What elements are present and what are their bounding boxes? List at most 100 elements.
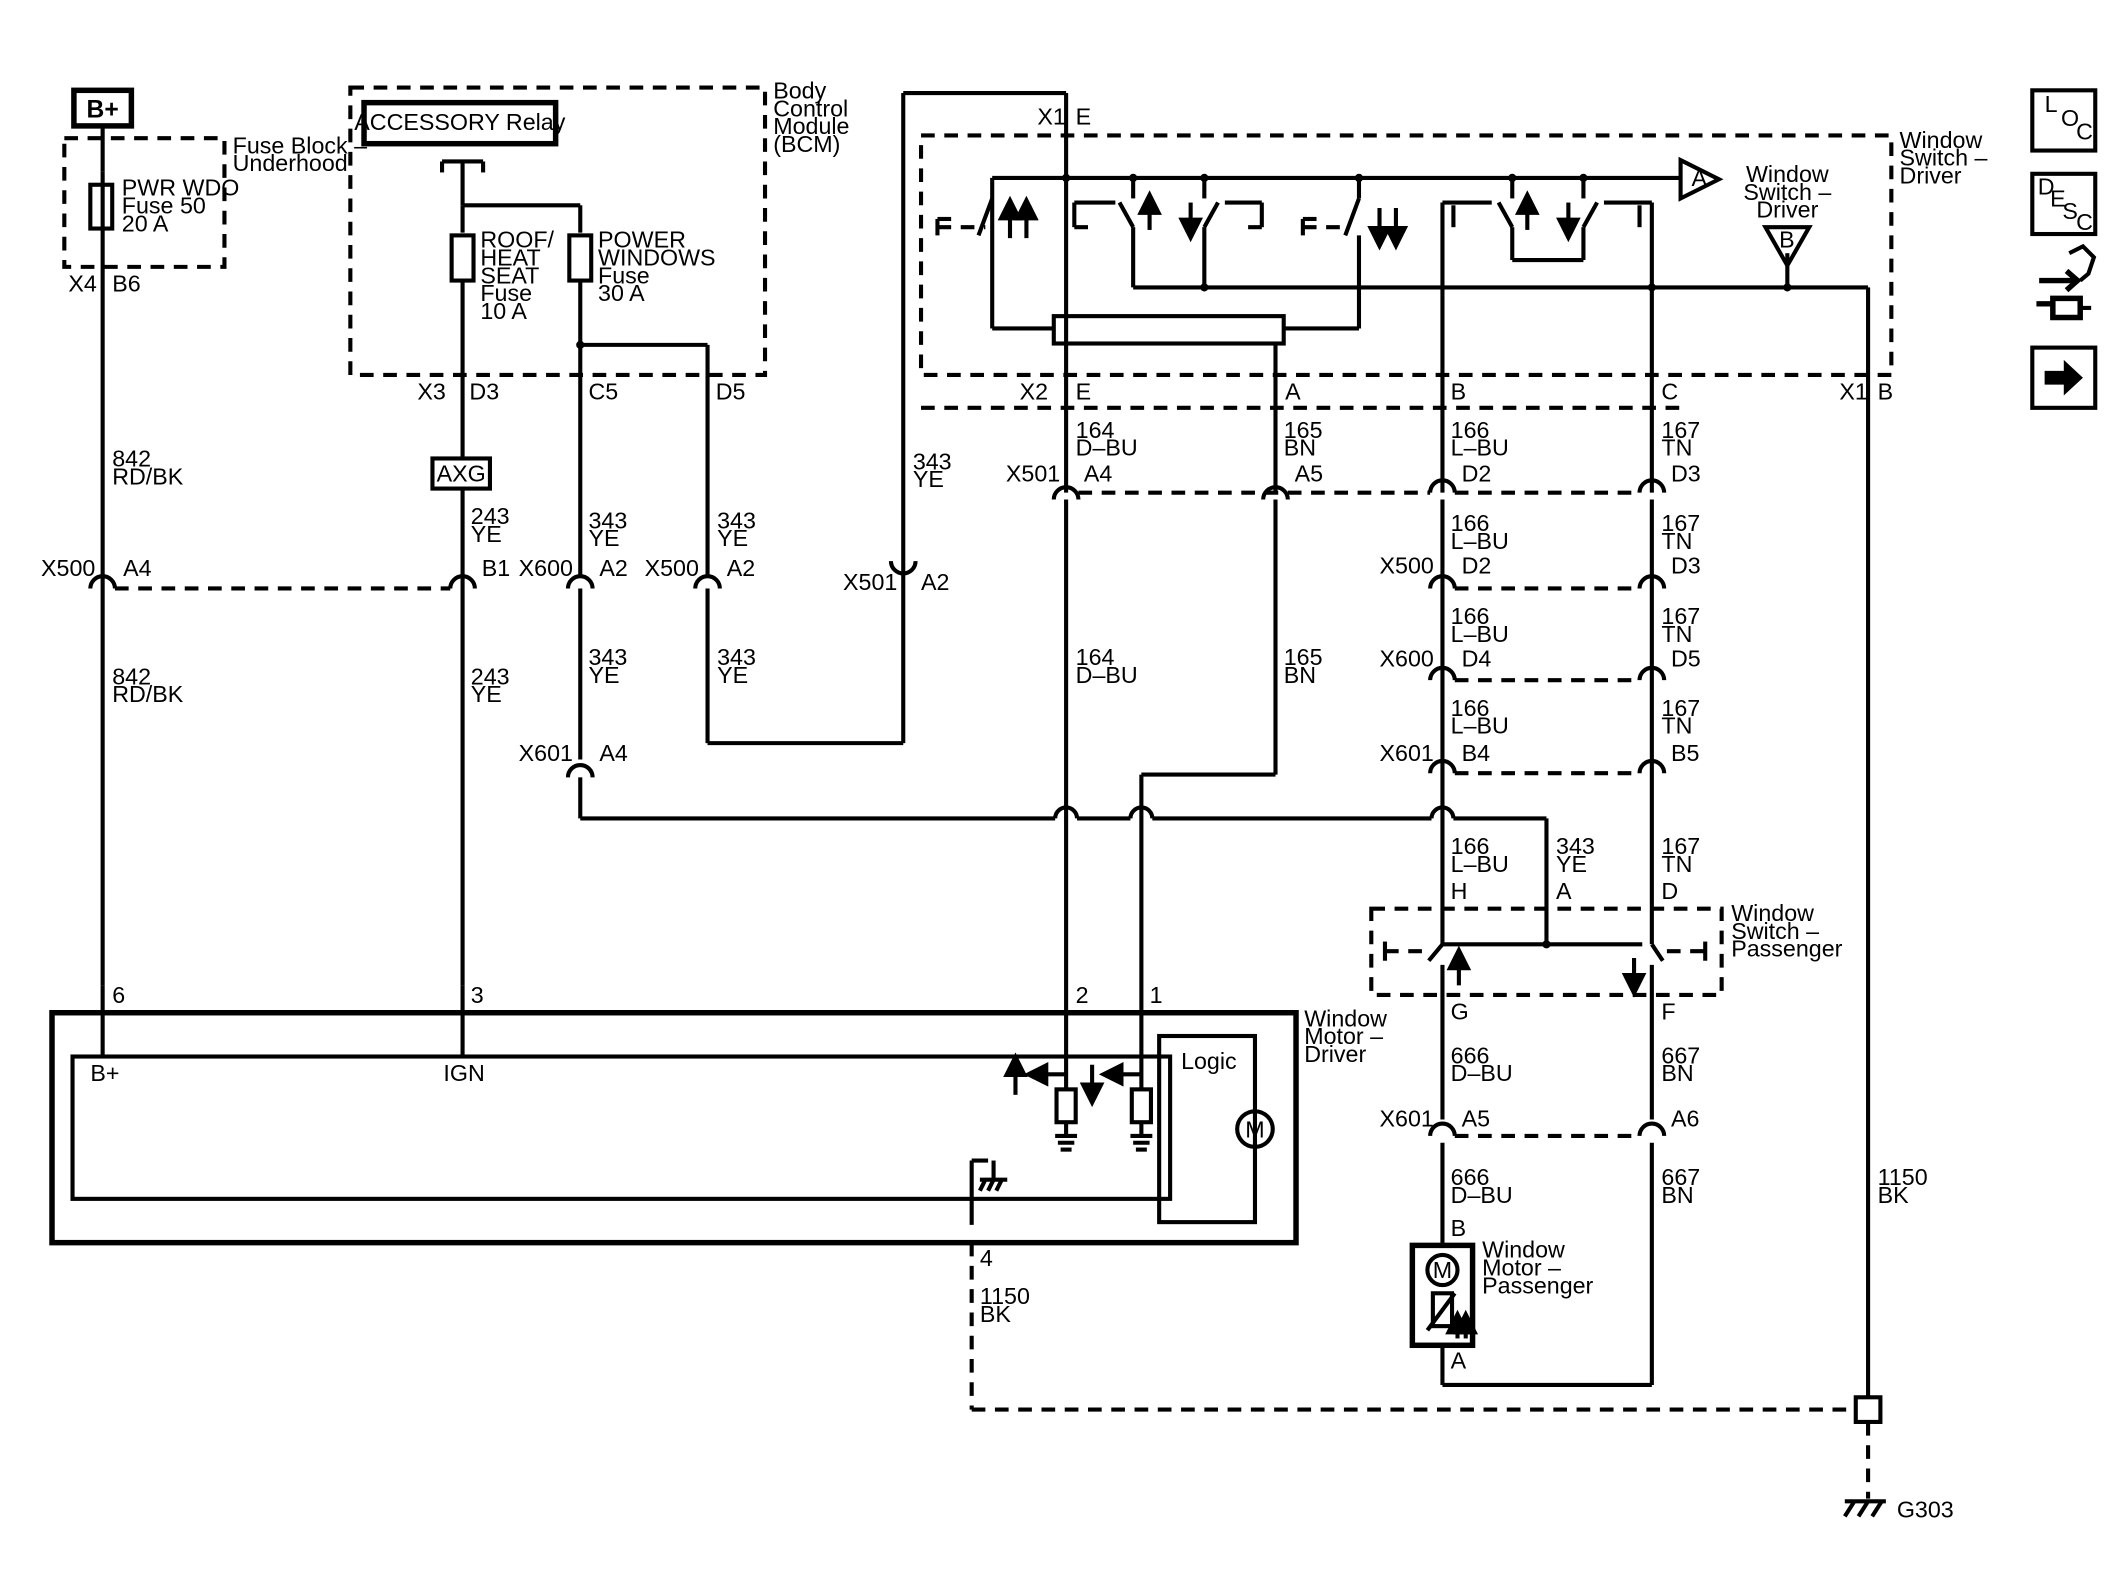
pass-motor-pin-a: A (1451, 1348, 1467, 1374)
wire-343-f: 343 (1556, 833, 1595, 859)
pwr-wdo-fuse-label-2: Fuse 50 (122, 192, 206, 218)
wire-343-e: 343 (717, 644, 756, 670)
roof-heat-fuse-1: ROOF/ (480, 227, 554, 253)
pass-pin-f: F (1661, 999, 1675, 1025)
wire-165-num: 165 (1284, 417, 1323, 443)
wire-243-num-2: 243 (471, 663, 510, 689)
ws-driver-inner-2: Switch – (1743, 179, 1831, 205)
wire-343-b: 343 (717, 507, 756, 533)
wire-667-1c: BN (1661, 1060, 1693, 1086)
bcm-title-4: (BCM) (773, 131, 840, 157)
ws-pass-title-2: Switch – (1731, 918, 1819, 944)
pass-pin-a: A (1556, 878, 1572, 904)
wire-166-2c: L–BU (1451, 528, 1509, 554)
wire-667-1: 667 (1661, 1042, 1700, 1068)
ws-pass-title-3: Passenger (1731, 936, 1842, 962)
wire-343-e-c: YE (717, 662, 748, 688)
arrow-right-icon[interactable] (2030, 345, 2098, 410)
ws-driver-title-1: Window (1900, 127, 1983, 153)
wire-167-3c: TN (1661, 621, 1692, 647)
b-plus-label: B+ (87, 97, 119, 124)
wire-842-num-2: 842 (112, 663, 151, 689)
wire-343-f-c: YE (1556, 851, 1587, 877)
pass-motor-title-1: Window (1482, 1237, 1565, 1263)
off-page-connector-a (1678, 156, 1724, 202)
connector-a4-left: A4 (123, 555, 152, 581)
pass-pin-h: H (1451, 878, 1468, 904)
bcm-title-3: Module (773, 113, 849, 139)
fuse-block-title-2: Underhood (233, 150, 348, 176)
wire-842-color: RD/BK (112, 463, 184, 489)
wire-343-c: 343 (913, 448, 952, 474)
connector-x501-a2: A2 (921, 569, 949, 595)
connector-x601-a4: A4 (599, 740, 628, 766)
wire-166-3: 166 (1451, 603, 1490, 629)
roof-heat-fuse-4: Fuse (480, 280, 532, 306)
fuse-block-title-1: Fuse Block – (233, 132, 367, 158)
ign-pin-label: IGN (443, 1060, 484, 1086)
off-page-connector-b (1761, 225, 1813, 270)
wire-167-5c: TN (1661, 851, 1692, 877)
wire-666-2: 666 (1451, 1164, 1490, 1190)
pass-motor-title-2: Motor – (1482, 1254, 1561, 1280)
pass-motor-title-3: Passenger (1482, 1272, 1593, 1298)
connector-x600-a2: A2 (599, 555, 627, 581)
wire-164-num-2: 164 (1076, 644, 1115, 670)
wire-343-c-c: YE (913, 466, 944, 492)
desc-letter-e: E (2050, 186, 2066, 212)
wire-243-color-2: YE (471, 681, 502, 707)
wire-1150-num: 1150 (980, 1283, 1030, 1309)
window-switch-driver: Window Switch – Driver X1 E A (901, 91, 1988, 1396)
wire-167-5: 167 (1661, 833, 1700, 859)
wire-243-color: YE (471, 521, 502, 547)
ws-pass-title-1: Window (1731, 900, 1814, 926)
connector-x1-b-2: B (1878, 379, 1894, 405)
driver-motor-m: M (1245, 1116, 1264, 1142)
wire-343-d-c: YE (588, 662, 619, 688)
connector-x601-a6: A6 (1671, 1105, 1699, 1131)
driver-motor-pin-6: 6 (112, 982, 125, 1008)
sw-pin-e: E (1076, 379, 1092, 405)
wire-667-2c: BN (1661, 1182, 1693, 1208)
wire-1150-r-num: 1150 (1878, 1164, 1928, 1190)
connector-x601-b4: B4 (1462, 740, 1491, 766)
connector-x501-d2: D2 (1462, 461, 1492, 487)
wire-165-color-2: BN (1284, 662, 1316, 688)
power-windows-fuse-4: 30 A (598, 280, 645, 306)
connector-x1-e-1: X1 (1037, 104, 1065, 130)
sw-pin-a: A (1285, 379, 1301, 405)
driver-motor-pin-4: 4 (980, 1245, 993, 1271)
wire-165-color: BN (1284, 435, 1316, 461)
pass-pin-g: G (1451, 999, 1469, 1025)
nav-loc-button[interactable]: L O C (2030, 88, 2098, 153)
desc-letter-d: D (2038, 173, 2055, 199)
connector-x501-a5: A5 (1295, 461, 1323, 487)
ws-driver-inner-3: Driver (1756, 197, 1818, 223)
wire-164-num: 164 (1076, 417, 1115, 443)
bcm-title-2: Control (773, 95, 848, 121)
wire-842-color-2: RD/BK (112, 681, 184, 707)
off-page-a-label: A (1692, 165, 1708, 191)
connector-tool-icon[interactable] (2036, 243, 2097, 321)
connector-x500-d2: D2 (1462, 552, 1492, 578)
roof-heat-fuse-5: 10 A (480, 298, 527, 324)
roof-heat-fuse-3: SEAT (480, 262, 539, 288)
b-plus-pin-label: B+ (90, 1060, 119, 1086)
wire-167-1: 167 (1661, 417, 1700, 443)
connector-x500-d3: D3 (1671, 552, 1701, 578)
connector-x600-a: X600 (519, 555, 573, 581)
connector-c5: C5 (588, 379, 618, 405)
nav-desc-button[interactable]: D E S C (2030, 171, 2098, 237)
wire-166-1: 166 (1451, 417, 1490, 443)
connector-x600-d4: D4 (1462, 645, 1492, 671)
wire-166-5: 166 (1451, 833, 1490, 859)
wire-166-1c: L–BU (1451, 435, 1509, 461)
connector-x500-a2: A2 (727, 555, 755, 581)
wire-165-num-2: 165 (1284, 644, 1323, 670)
ws-driver-title-2: Switch – (1900, 145, 1988, 171)
fuse-block-underhood: B+ Fuse Block – Underhood PWR WDO Fuse 5… (62, 87, 367, 986)
wire-1150-color: BK (980, 1301, 1012, 1327)
connector-x601-a: X601 (519, 740, 573, 766)
connector-x2: X2 (1020, 379, 1048, 405)
